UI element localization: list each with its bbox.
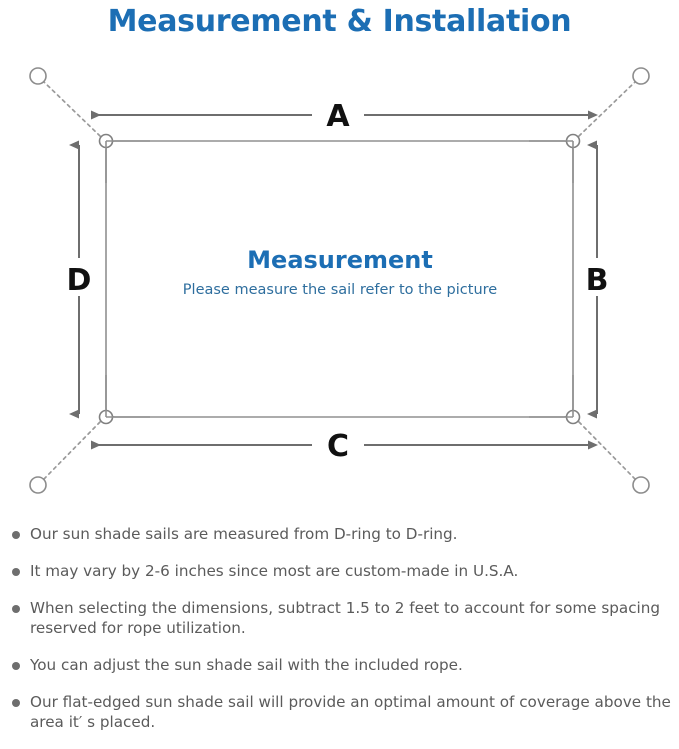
note-item: Our flat-edged sun shade sail will provi… (0, 692, 679, 732)
bullet-icon (12, 699, 20, 707)
rope-line-top-right (578, 81, 636, 137)
notes-list: Our sun shade sails are measured from D-… (0, 524, 679, 749)
note-item: It may vary by 2-6 inches since most are… (0, 561, 679, 581)
note-text: When selecting the dimensions, subtract … (30, 599, 661, 637)
note-item: When selecting the dimensions, subtract … (0, 598, 679, 638)
shade-sail-measurement-diagram: A C D B Measurement Please measure the s… (29, 67, 650, 494)
anchor-top-right (632, 67, 650, 85)
dimension-label-a: A (326, 99, 350, 134)
rope-line-bottom-right (578, 421, 636, 480)
bullet-icon (12, 531, 20, 539)
dimension-label-c: C (327, 429, 349, 464)
note-text: It may vary by 2-6 inches since most are… (30, 562, 519, 580)
diagram-container: A C D B Measurement Please measure the s… (0, 48, 679, 518)
bullet-icon (12, 605, 20, 613)
note-item: Our sun shade sails are measured from D-… (0, 524, 679, 544)
anchor-bottom-right (632, 476, 650, 494)
note-text: Our sun shade sails are measured from D-… (30, 525, 458, 543)
rope-line-bottom-left (43, 421, 101, 480)
diagram-center-subtitle: Please measure the sail refer to the pic… (183, 282, 497, 298)
sail-body (105, 140, 574, 418)
bullet-icon (12, 662, 20, 670)
note-text: You can adjust the sun shade sail with t… (30, 656, 463, 674)
dimension-label-b: B (586, 263, 609, 298)
rope-line-top-left (43, 81, 101, 137)
page-title: Measurement & Installation (107, 4, 572, 39)
bullet-icon (12, 568, 20, 576)
anchor-bottom-left (29, 476, 47, 494)
note-text: Our flat-edged sun shade sail will provi… (30, 693, 671, 731)
diagram-center-title: Measurement (247, 246, 433, 274)
dimension-label-d: D (67, 263, 92, 298)
anchor-top-left (29, 67, 47, 85)
note-item: You can adjust the sun shade sail with t… (0, 655, 679, 675)
